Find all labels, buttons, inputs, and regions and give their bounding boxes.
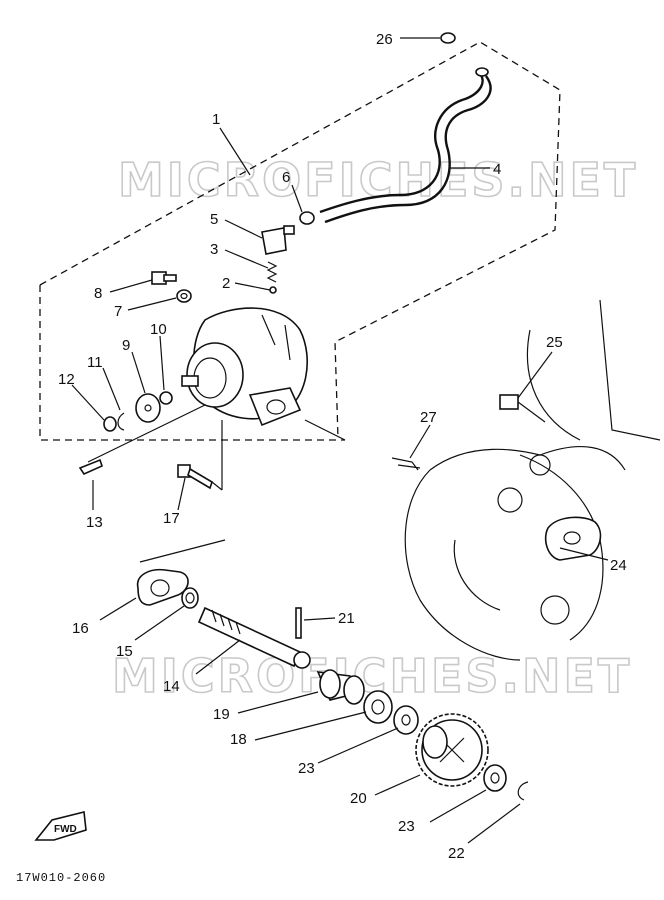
leader-lines: [71, 37, 609, 844]
callout-15: 15: [116, 643, 133, 660]
callout-7: 7: [114, 303, 122, 320]
assembly-boundary: [39, 41, 561, 441]
callout-6: 6: [282, 169, 290, 186]
callout-18: 18: [230, 731, 247, 748]
callout-25: 25: [546, 334, 563, 351]
callout-22: 22: [448, 845, 465, 862]
part-12-washer: [103, 416, 117, 432]
callout-24: 24: [610, 557, 627, 574]
callout-27: 26: [376, 31, 393, 48]
part-18-bearing: [363, 690, 393, 724]
part-24-plate: [544, 516, 602, 561]
part-7-washer: [176, 289, 192, 303]
part-22-circlip: [517, 781, 529, 801]
part-20-gear: [415, 713, 489, 787]
callout-17: 17: [163, 510, 180, 527]
part-15-o-ring: [181, 587, 199, 609]
part-13-pin: [78, 458, 103, 476]
fwd-arrow-icon: FWD: [34, 811, 87, 841]
part-21-pin: [295, 607, 302, 639]
callout-13: 13: [86, 514, 103, 531]
callout-23-lower: 23: [398, 818, 415, 835]
callout-1: 1: [212, 111, 220, 128]
callout-2: 2: [222, 275, 230, 292]
callout-8: 8: [94, 285, 102, 302]
callout-10: 10: [150, 321, 167, 338]
callout-12: 12: [58, 371, 75, 388]
part-8-bolt: [151, 271, 177, 285]
part-4-hose: [319, 67, 492, 224]
callout-26: 27: [420, 409, 437, 426]
part-2-ball: [269, 286, 277, 294]
oil-pump-body: [181, 307, 308, 427]
callout-4: 4: [493, 161, 501, 178]
part-14-shaft: [197, 606, 311, 669]
callout-11: 11: [87, 354, 103, 371]
part-3-spring: [266, 261, 278, 283]
callout-5: 5: [210, 211, 218, 228]
part-16-gasket: [136, 568, 189, 606]
part-17-screw: [177, 464, 213, 490]
part-26-guide: [391, 457, 421, 471]
part-5-check-valve: [261, 225, 295, 255]
callout-labels: 26 1 4 6 5 3 2 8 7 10 9 11 12 13 17 16 1…: [58, 31, 627, 862]
part-9-plate: [135, 393, 161, 423]
diagram-code: 17W010-2060: [16, 871, 106, 885]
callout-19: 19: [213, 706, 230, 723]
part-23-washer-lower: [483, 764, 507, 792]
part-10-washer: [159, 391, 173, 405]
callout-3: 3: [210, 241, 218, 258]
callout-9: 9: [122, 337, 130, 354]
watermark-top: MICROFICHES.NET: [118, 153, 638, 207]
part-6-clamp: [299, 211, 315, 225]
callout-14: 14: [163, 678, 180, 695]
part-23-washer-upper: [393, 705, 419, 735]
callout-23-upper: 23: [298, 760, 315, 777]
crankcase-outline: [404, 299, 661, 661]
callout-20: 20: [350, 790, 367, 807]
callout-21: 21: [338, 610, 355, 627]
part-25-clip: [499, 394, 519, 410]
callout-16: 16: [72, 620, 89, 637]
part-19-collar: [316, 669, 365, 705]
part-27-cap: [440, 32, 456, 44]
fwd-label: FWD: [54, 824, 77, 835]
part-11-circlip: [117, 412, 125, 431]
